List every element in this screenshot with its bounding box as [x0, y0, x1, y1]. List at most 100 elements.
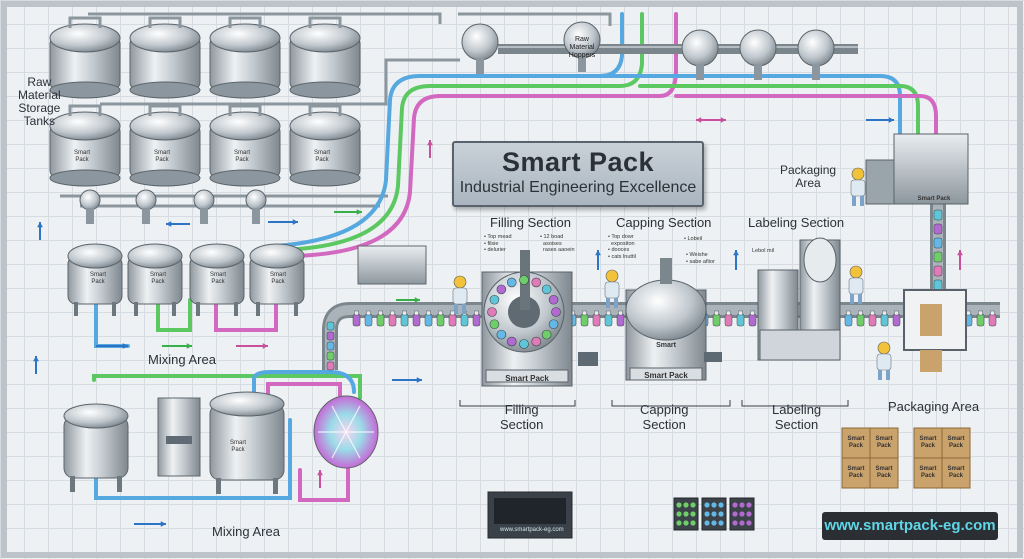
mixing-vessel — [209, 391, 285, 494]
bottle-tray — [701, 497, 727, 531]
worker — [850, 167, 866, 206]
box-plate: Smart Pack — [919, 466, 937, 479]
mixing-tank — [249, 243, 305, 316]
hopper — [797, 29, 835, 80]
labeling-note: Lebol mil — [752, 248, 775, 254]
section-brackets — [459, 400, 849, 407]
bottle — [326, 331, 335, 341]
flow-arrow — [162, 343, 192, 349]
bottle — [352, 310, 361, 327]
storage-tank — [49, 104, 121, 187]
flow-arrow — [317, 470, 323, 488]
raw-hoppers-label: Raw Material Hoppers — [568, 36, 596, 59]
capping-section-top-label: Capping Section — [616, 215, 712, 230]
packaging-area-top-label: Packaging Area — [780, 163, 837, 190]
box-plate: Smart Pack — [847, 436, 865, 449]
bottle — [616, 310, 625, 327]
color-mixing-bowl — [313, 395, 379, 469]
bottle — [880, 310, 889, 327]
filler-head — [487, 307, 497, 317]
bottle — [856, 310, 865, 327]
bottle — [326, 351, 335, 361]
filler-plate: Smart Pack — [505, 374, 549, 383]
bottle — [388, 310, 397, 327]
hopper — [461, 23, 499, 74]
raw-storage-label: Raw Material Storage Tanks — [18, 75, 61, 128]
bottle — [326, 321, 335, 331]
packaging-area-bottom-label: Packaging Area — [888, 399, 980, 414]
mixing-area-label-1: Mixing Area — [148, 352, 216, 367]
storage-tank — [209, 16, 281, 99]
filler-head — [519, 339, 529, 349]
filler-head — [531, 336, 542, 347]
green-pipe — [280, 12, 644, 252]
bottle — [868, 310, 877, 327]
mixing-tanks — [67, 243, 305, 316]
bottle — [604, 310, 613, 327]
flow-arrow — [37, 222, 43, 240]
bottle — [976, 310, 985, 327]
bottle — [933, 223, 943, 235]
capper-dome-plate: Smart — [656, 342, 676, 349]
box-plate: Smart Pack — [875, 466, 893, 479]
tank-plate: Smart Pack — [89, 272, 106, 285]
filler-head — [541, 329, 552, 340]
capping-note-right-2: • Weishe • sabe afiior — [686, 252, 715, 265]
mixing-area-two — [63, 391, 379, 494]
filling-machine — [481, 250, 573, 387]
capping-note-left: • Top dowr expositon • dooces • cats lnu… — [608, 234, 636, 260]
mixing-tank — [127, 243, 183, 316]
cardboard-box — [941, 427, 971, 459]
flow-arrow — [427, 140, 433, 158]
worker — [604, 269, 620, 308]
bottle — [988, 310, 997, 327]
capping-note-right: • Lobeil — [684, 236, 703, 242]
bottle — [748, 310, 757, 327]
website-text: www.smartpack-eg.com — [824, 517, 996, 534]
cardboard-box — [869, 457, 899, 489]
bottle — [580, 310, 589, 327]
bottle — [400, 310, 409, 327]
capping-section-bottom-label: Capping Section — [640, 402, 689, 432]
storage-tank — [129, 16, 201, 99]
mix-pipe-cyan — [252, 370, 356, 398]
worker — [876, 341, 892, 380]
cardboard-box — [941, 457, 971, 489]
flow-arrows — [33, 117, 963, 527]
capper-plate: Smart Pack — [644, 371, 688, 380]
filler-head — [519, 275, 529, 285]
cardboard-box — [913, 457, 943, 489]
tank-plate: Smart Pack — [209, 272, 226, 285]
mix-pipe-blue — [94, 418, 292, 500]
hopper — [739, 29, 777, 80]
box-plate: Smart Pack — [847, 466, 865, 479]
filler-head — [506, 277, 517, 288]
mixing-tank — [189, 243, 245, 316]
filling-note-left: • Top mead • filsie • delurier — [484, 234, 512, 253]
page-title: Smart Pack — [501, 147, 655, 177]
filler-head — [548, 319, 559, 330]
packaging-machine-top — [865, 133, 969, 205]
hopper-conveyor — [498, 44, 858, 54]
filling-section-top-label: Filling Section — [490, 215, 571, 230]
hopper — [563, 21, 601, 72]
bottle-row — [326, 209, 997, 371]
flow-arrow — [166, 221, 190, 227]
tank-plate: Smart Pack — [149, 272, 166, 285]
title-panel: Smart Pack Industrial Engineering Excell… — [452, 141, 704, 207]
mixing-tank — [67, 243, 123, 316]
tank-plate: Smart Pack — [233, 150, 250, 163]
bottle — [326, 341, 335, 351]
bottle — [933, 279, 943, 291]
header-pipes — [60, 12, 612, 208]
bottle — [844, 310, 853, 327]
storage-tank — [129, 104, 201, 187]
page-subtitle: Industrial Engineering Excellence — [459, 179, 697, 196]
filler-head — [496, 284, 507, 295]
labeling-section-top-label: Labeling Section — [748, 215, 845, 230]
bottle — [412, 310, 421, 327]
flow-arrow — [733, 250, 739, 270]
tank-plate: Smart Pack — [73, 150, 90, 163]
